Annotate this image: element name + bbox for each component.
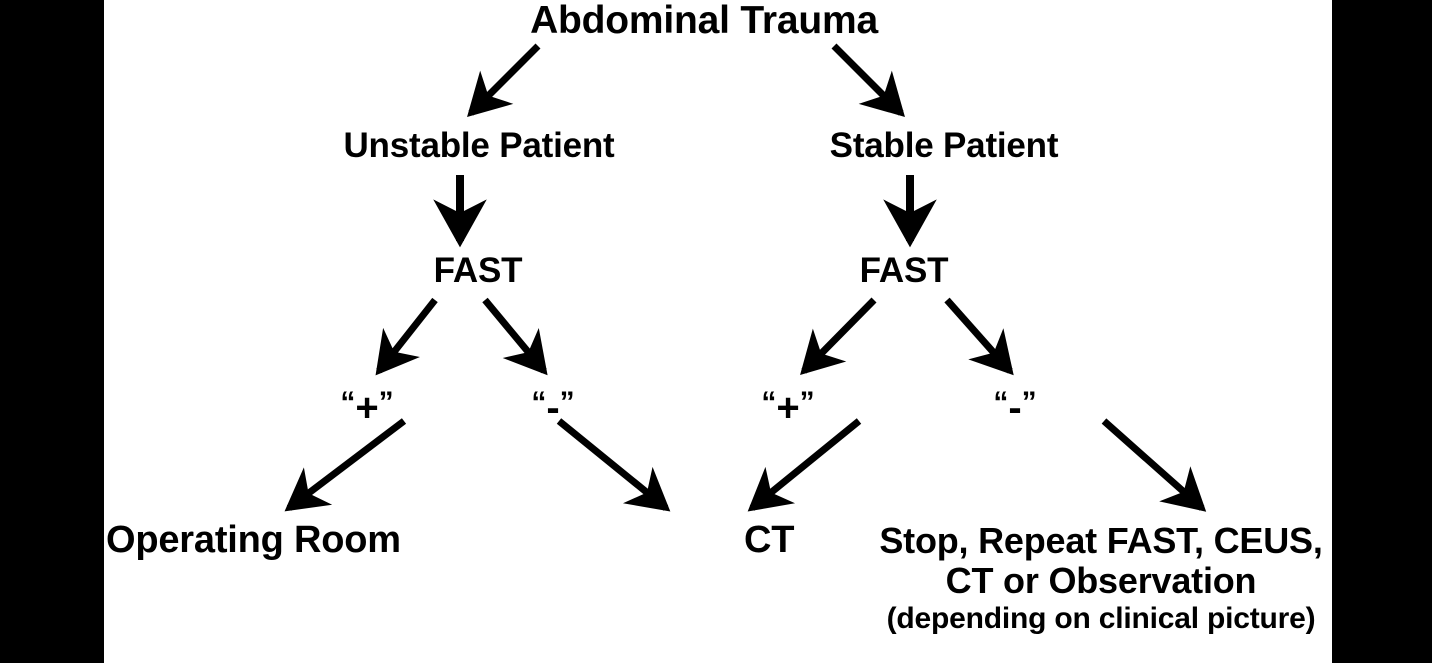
node-fast-right: FAST	[859, 251, 949, 290]
minus-sign-glyph: -	[1008, 386, 1022, 430]
node-stop-repeat-fast: Stop, Repeat FAST, CEUS, CT or Observati…	[870, 520, 1332, 635]
node-operating-room: Operating Room	[106, 519, 401, 561]
close-quote-glyph: ”	[1021, 386, 1037, 419]
label-right-fast-negative: “-”	[993, 386, 1036, 431]
plus-sign-glyph: +	[355, 386, 379, 430]
edge-fast-left-to-negative	[482, 297, 548, 376]
edge-fast-left-to-positive	[375, 297, 438, 376]
edge-fast-right-to-positive	[800, 297, 877, 375]
node-fast-left: FAST	[433, 251, 523, 290]
node-stable-patient: Stable Patient	[829, 126, 1059, 165]
open-quote-glyph: “	[340, 386, 356, 419]
edge-right-negative-to-stop	[1101, 418, 1207, 512]
open-quote-glyph: “	[993, 386, 1009, 419]
label-left-fast-positive: “+”	[340, 386, 393, 431]
close-quote-glyph: ”	[378, 386, 394, 419]
node-abdominal-trauma: Abdominal Trauma	[530, 0, 878, 42]
close-quote-glyph: ”	[799, 386, 815, 419]
letterbox-bar-left	[0, 0, 104, 663]
stop-line-2: CEUS, CT or Observation	[945, 520, 1323, 602]
letterbox-bar-right	[1332, 0, 1432, 663]
flowchart-panel: Abdominal Trauma Unstable Patient Stable…	[104, 0, 1332, 663]
edge-root-to-unstable	[467, 43, 541, 117]
node-unstable-patient: Unstable Patient	[343, 126, 615, 165]
stop-line-1: Stop, Repeat FAST,	[879, 520, 1204, 561]
label-left-fast-negative: “-”	[531, 386, 574, 431]
edge-fast-right-to-negative	[944, 297, 1014, 376]
edge-left-negative-to-ct	[556, 418, 671, 512]
stop-line-3: (depending on clinical picture)	[886, 601, 1316, 635]
open-quote-glyph: “	[531, 386, 547, 419]
plus-sign-glyph: +	[776, 386, 800, 430]
label-right-fast-positive: “+”	[761, 386, 814, 431]
edge-root-to-stable	[831, 43, 905, 117]
edge-left-positive-to-operating-room	[284, 418, 407, 512]
open-quote-glyph: “	[761, 386, 777, 419]
edge-right-positive-to-ct	[747, 418, 862, 512]
node-ct: CT	[744, 519, 795, 561]
minus-sign-glyph: -	[546, 386, 560, 430]
close-quote-glyph: ”	[559, 386, 575, 419]
